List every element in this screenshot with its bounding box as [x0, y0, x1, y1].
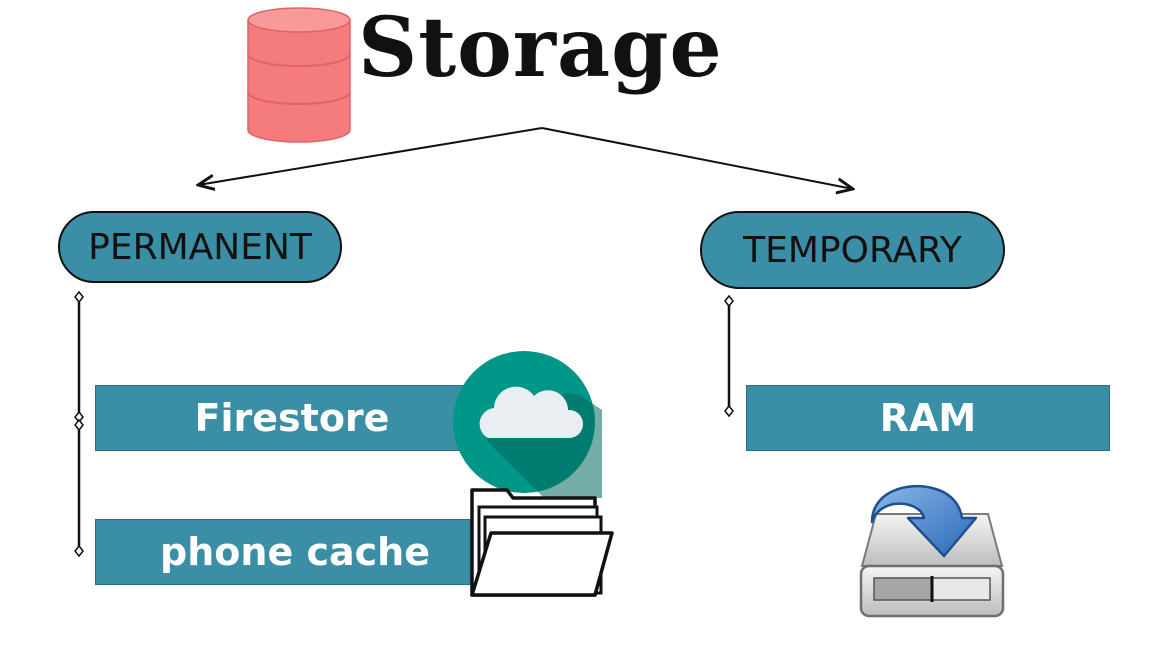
- database-icon: [247, 7, 351, 143]
- permanent-node: PERMANENT: [58, 211, 342, 283]
- phone-cache-node: phone cache: [95, 519, 495, 585]
- cloud-icon: [453, 351, 596, 494]
- drive-save-icon: [859, 484, 1005, 618]
- arrow-to-permanent: [198, 127, 543, 185]
- diagram-title: Storage: [358, 0, 723, 96]
- arrow-to-temporary: [541, 127, 853, 189]
- temporary-connector: [724, 294, 734, 418]
- folder-icon: [470, 488, 614, 597]
- permanent-connector: [74, 290, 84, 558]
- firestore-node: Firestore: [95, 385, 495, 451]
- temporary-node: TEMPORARY: [700, 211, 1005, 289]
- ram-node: RAM: [746, 385, 1110, 451]
